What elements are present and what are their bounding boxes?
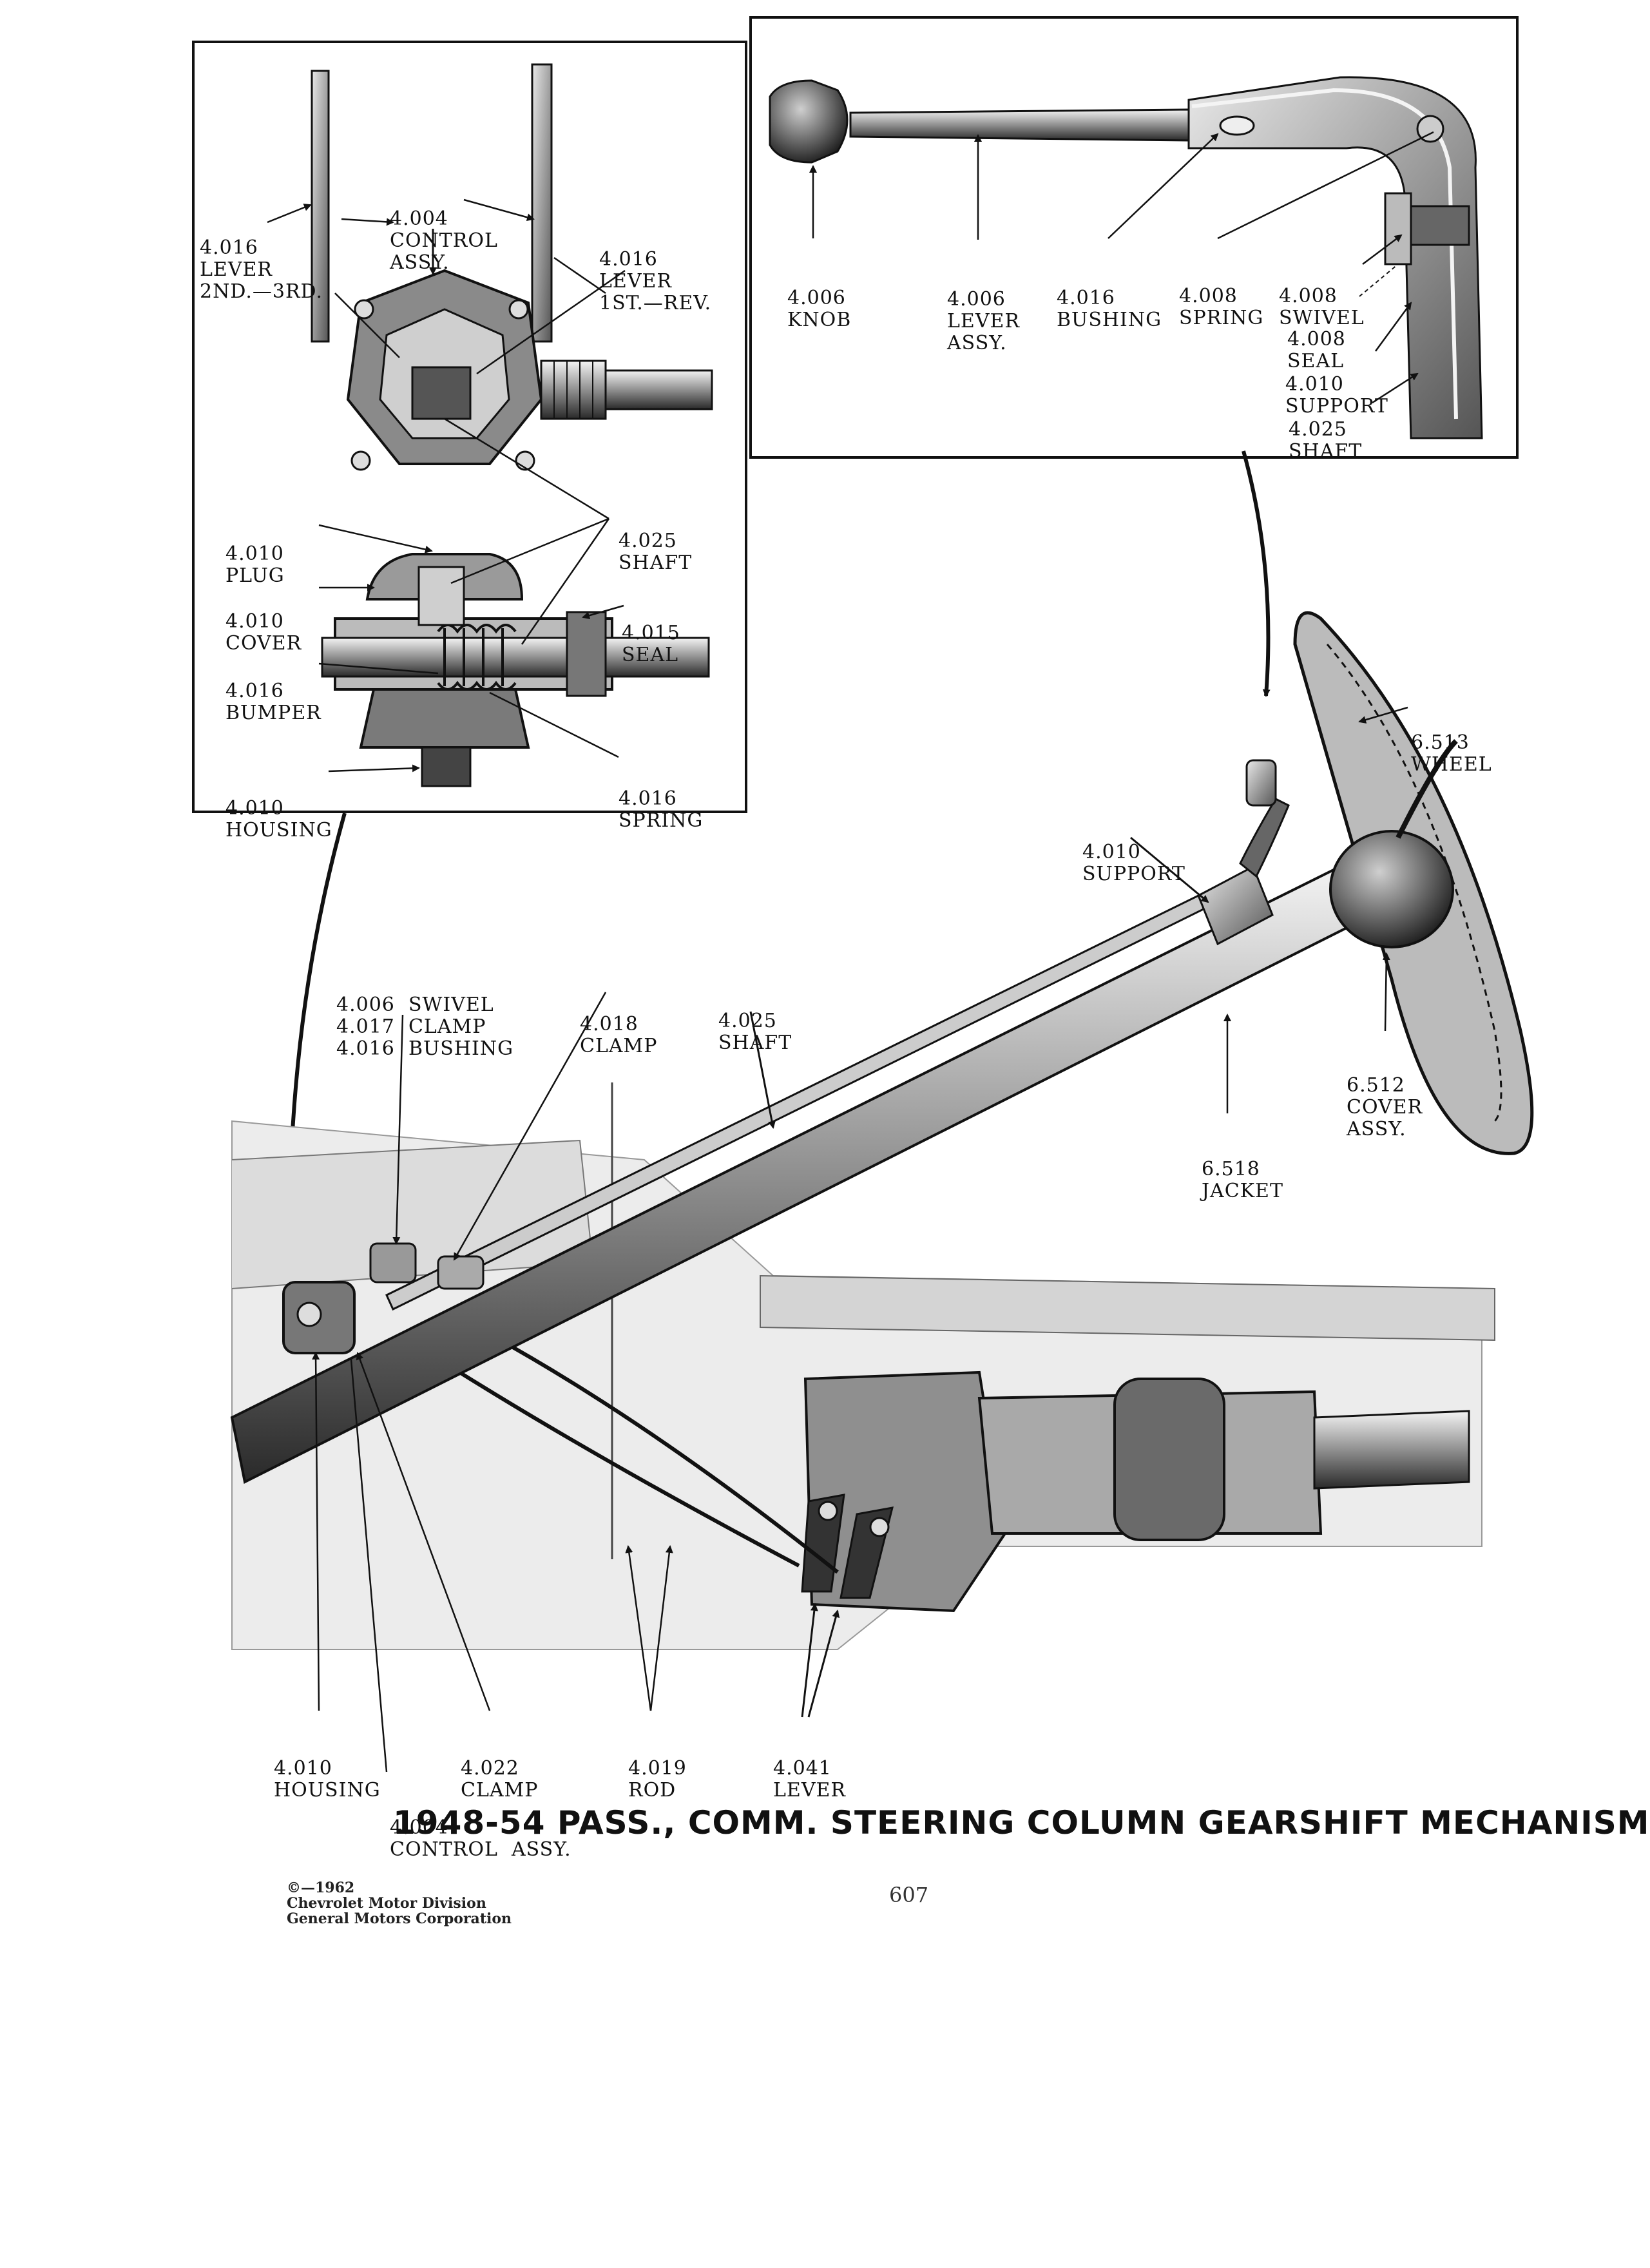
steering-wheel [1293,611,1534,1155]
main-assembly [230,611,1534,1773]
inset-box-control-assembly [192,41,747,813]
page-number: 607 [889,1883,929,1907]
page-title: 1948-54 PASS., COMM. STEERING COLUMN GEA… [393,1804,1650,1841]
inset-box-gearshift-lever [749,16,1519,459]
